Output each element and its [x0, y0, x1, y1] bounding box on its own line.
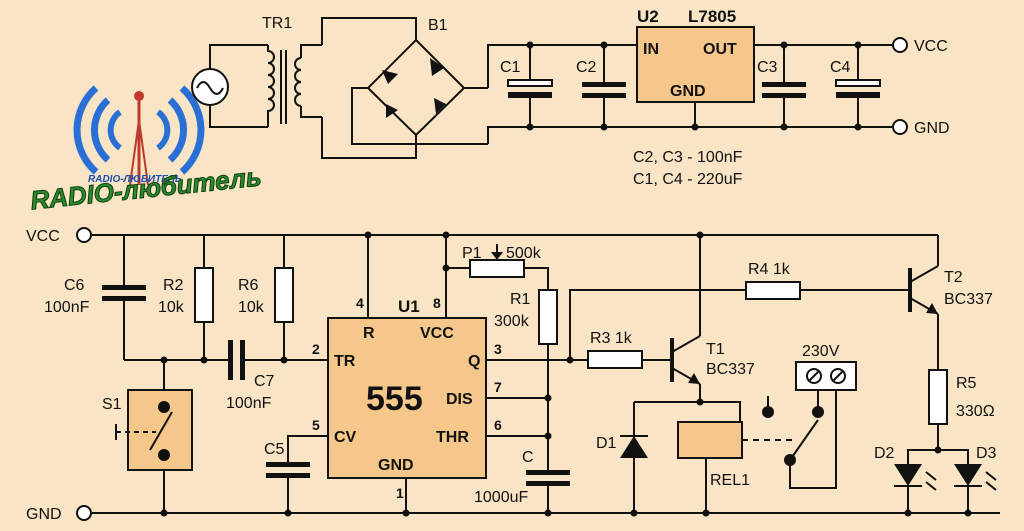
- c3-label: C3: [757, 59, 778, 76]
- t1-ref: T1: [706, 341, 725, 358]
- vcc-in-terminal: [76, 227, 92, 243]
- timer-section: VCC GND C6 100nF R2 10k R6 10k: [26, 227, 1000, 523]
- vcc-out-label: VCC: [914, 38, 948, 55]
- c6-val: 100nF: [44, 299, 90, 316]
- switch-s1: S1: [102, 360, 193, 513]
- led-d2: D2: [874, 445, 937, 513]
- gnd-in-label: GND: [26, 506, 62, 523]
- r3-label: R3 1k: [590, 330, 633, 347]
- pin-4-num: 4: [356, 295, 364, 311]
- transistor-t2: T2 BC337: [908, 235, 993, 370]
- mains-label: 230V: [802, 343, 840, 360]
- c5-ref: C5: [264, 441, 285, 458]
- timer-ic-u1: U1 555 R VCC TR Q DIS CV THR GND 4 8 2 3…: [312, 295, 502, 501]
- pin-1-num: 1: [396, 485, 404, 501]
- capacitor-c4: C4: [830, 45, 881, 127]
- capacitor-c1: C1: [500, 45, 553, 127]
- vcc-in-label: VCC: [26, 228, 60, 245]
- pin-vcc-label: VCC: [420, 325, 454, 342]
- cap-note-line2: C1, C4 - 220uF: [633, 171, 743, 188]
- tr1-label: TR1: [262, 15, 292, 32]
- diode-d1: D1: [596, 402, 648, 513]
- capacitor-c5: C5: [264, 435, 328, 513]
- c-val: 1000uF: [474, 489, 528, 506]
- r6-ref: R6: [238, 277, 259, 294]
- resistor-r4: R4 1k: [745, 261, 910, 300]
- pin-7-num: 7: [494, 379, 502, 395]
- pin-2-num: 2: [312, 341, 320, 357]
- c4-label: C4: [830, 59, 851, 76]
- t1-part: BC337: [706, 361, 755, 378]
- r2-ref: R2: [163, 277, 184, 294]
- p1-ref: P1: [462, 245, 482, 262]
- c2-label: C2: [576, 59, 597, 76]
- resistor-r5: R5 330Ω: [928, 369, 995, 450]
- p1-val: 500k: [506, 245, 542, 262]
- r1-val: 300k: [494, 313, 530, 330]
- pin-3-num: 3: [494, 341, 502, 357]
- b1-label: B1: [428, 17, 448, 34]
- ic-name: 555: [366, 380, 423, 418]
- potentiometer-p1: P1 500k: [442, 244, 549, 290]
- u2-ref: U2: [637, 7, 659, 26]
- transformer-tr1: TR1: [262, 15, 322, 127]
- pin-dis-label: DIS: [446, 391, 473, 408]
- resistor-r2: R2 10k: [158, 235, 214, 360]
- gnd-in-terminal: [76, 505, 92, 521]
- r5-val: 330Ω: [956, 403, 995, 420]
- relay-rel1: REL1 230V: [677, 343, 857, 513]
- capacitor-c-timing: C 1000uF: [474, 449, 570, 513]
- capacitor-c2: C2: [576, 45, 626, 127]
- capacitor-c6: C6 100nF: [44, 235, 146, 360]
- resistor-r3: R3 1k: [587, 330, 672, 369]
- r2-val: 10k: [158, 299, 185, 316]
- logo-arc-text: RADIO-ЛЮБИТЕЛЬ: [88, 174, 182, 185]
- resistor-r6: R6 10k: [238, 235, 294, 360]
- gnd-out-label: GND: [914, 120, 950, 137]
- c7-val: 100nF: [226, 395, 272, 412]
- capacitor-c3: C3: [757, 45, 806, 127]
- pin-5-num: 5: [312, 417, 320, 433]
- pin-cv-label: CV: [334, 429, 357, 446]
- c1-label: C1: [500, 59, 521, 76]
- d1-ref: D1: [596, 435, 617, 452]
- pin-q-label: Q: [468, 353, 480, 370]
- pin-r-label: R: [363, 325, 375, 342]
- capacitor-c7: C7 100nF: [226, 340, 275, 412]
- pin-tr-label: TR: [334, 353, 356, 370]
- d3-ref: D3: [976, 445, 997, 462]
- s1-ref: S1: [102, 396, 122, 413]
- t2-part: BC337: [944, 291, 993, 308]
- u2-part: L7805: [688, 7, 736, 26]
- c-ref: C: [522, 449, 534, 466]
- power-supply-section: TR1 B1 C1: [191, 7, 950, 188]
- pin-8-num: 8: [433, 295, 441, 311]
- vcc-out-terminal: [892, 37, 908, 53]
- t2-ref: T2: [944, 269, 963, 286]
- led-d3: D3: [954, 445, 997, 513]
- c6-ref: C6: [64, 277, 85, 294]
- gnd-out-terminal: [892, 119, 908, 135]
- r4-label: R4 1k: [748, 261, 791, 278]
- d2-ref: D2: [874, 445, 895, 462]
- c7-ref: C7: [254, 373, 275, 390]
- pin-6-num: 6: [494, 417, 502, 433]
- u2-gnd-pin: GND: [670, 83, 706, 100]
- bridge-rectifier-b1: B1: [321, 17, 488, 159]
- r1-ref: R1: [510, 291, 531, 308]
- u1-ref: U1: [398, 297, 420, 316]
- regulator-u2: U2 L7805 IN OUT GND: [636, 7, 755, 127]
- pin-gnd-label: GND: [378, 457, 414, 474]
- rel1-ref: REL1: [710, 472, 750, 489]
- r5-ref: R5: [956, 375, 977, 392]
- pin-thr-label: THR: [436, 429, 469, 446]
- u2-in-pin: IN: [643, 41, 659, 58]
- resistor-r1: R1 300k: [494, 289, 558, 470]
- cap-note-line1: C2, C3 - 100nF: [633, 149, 743, 166]
- transistor-t1: T1 BC337: [670, 235, 755, 402]
- u2-out-pin: OUT: [703, 41, 737, 58]
- r6-val: 10k: [238, 299, 265, 316]
- radio-lubitel-logo: RADIO-ЛЮБИТЕЛЬ RADIO-любитель: [28, 85, 263, 216]
